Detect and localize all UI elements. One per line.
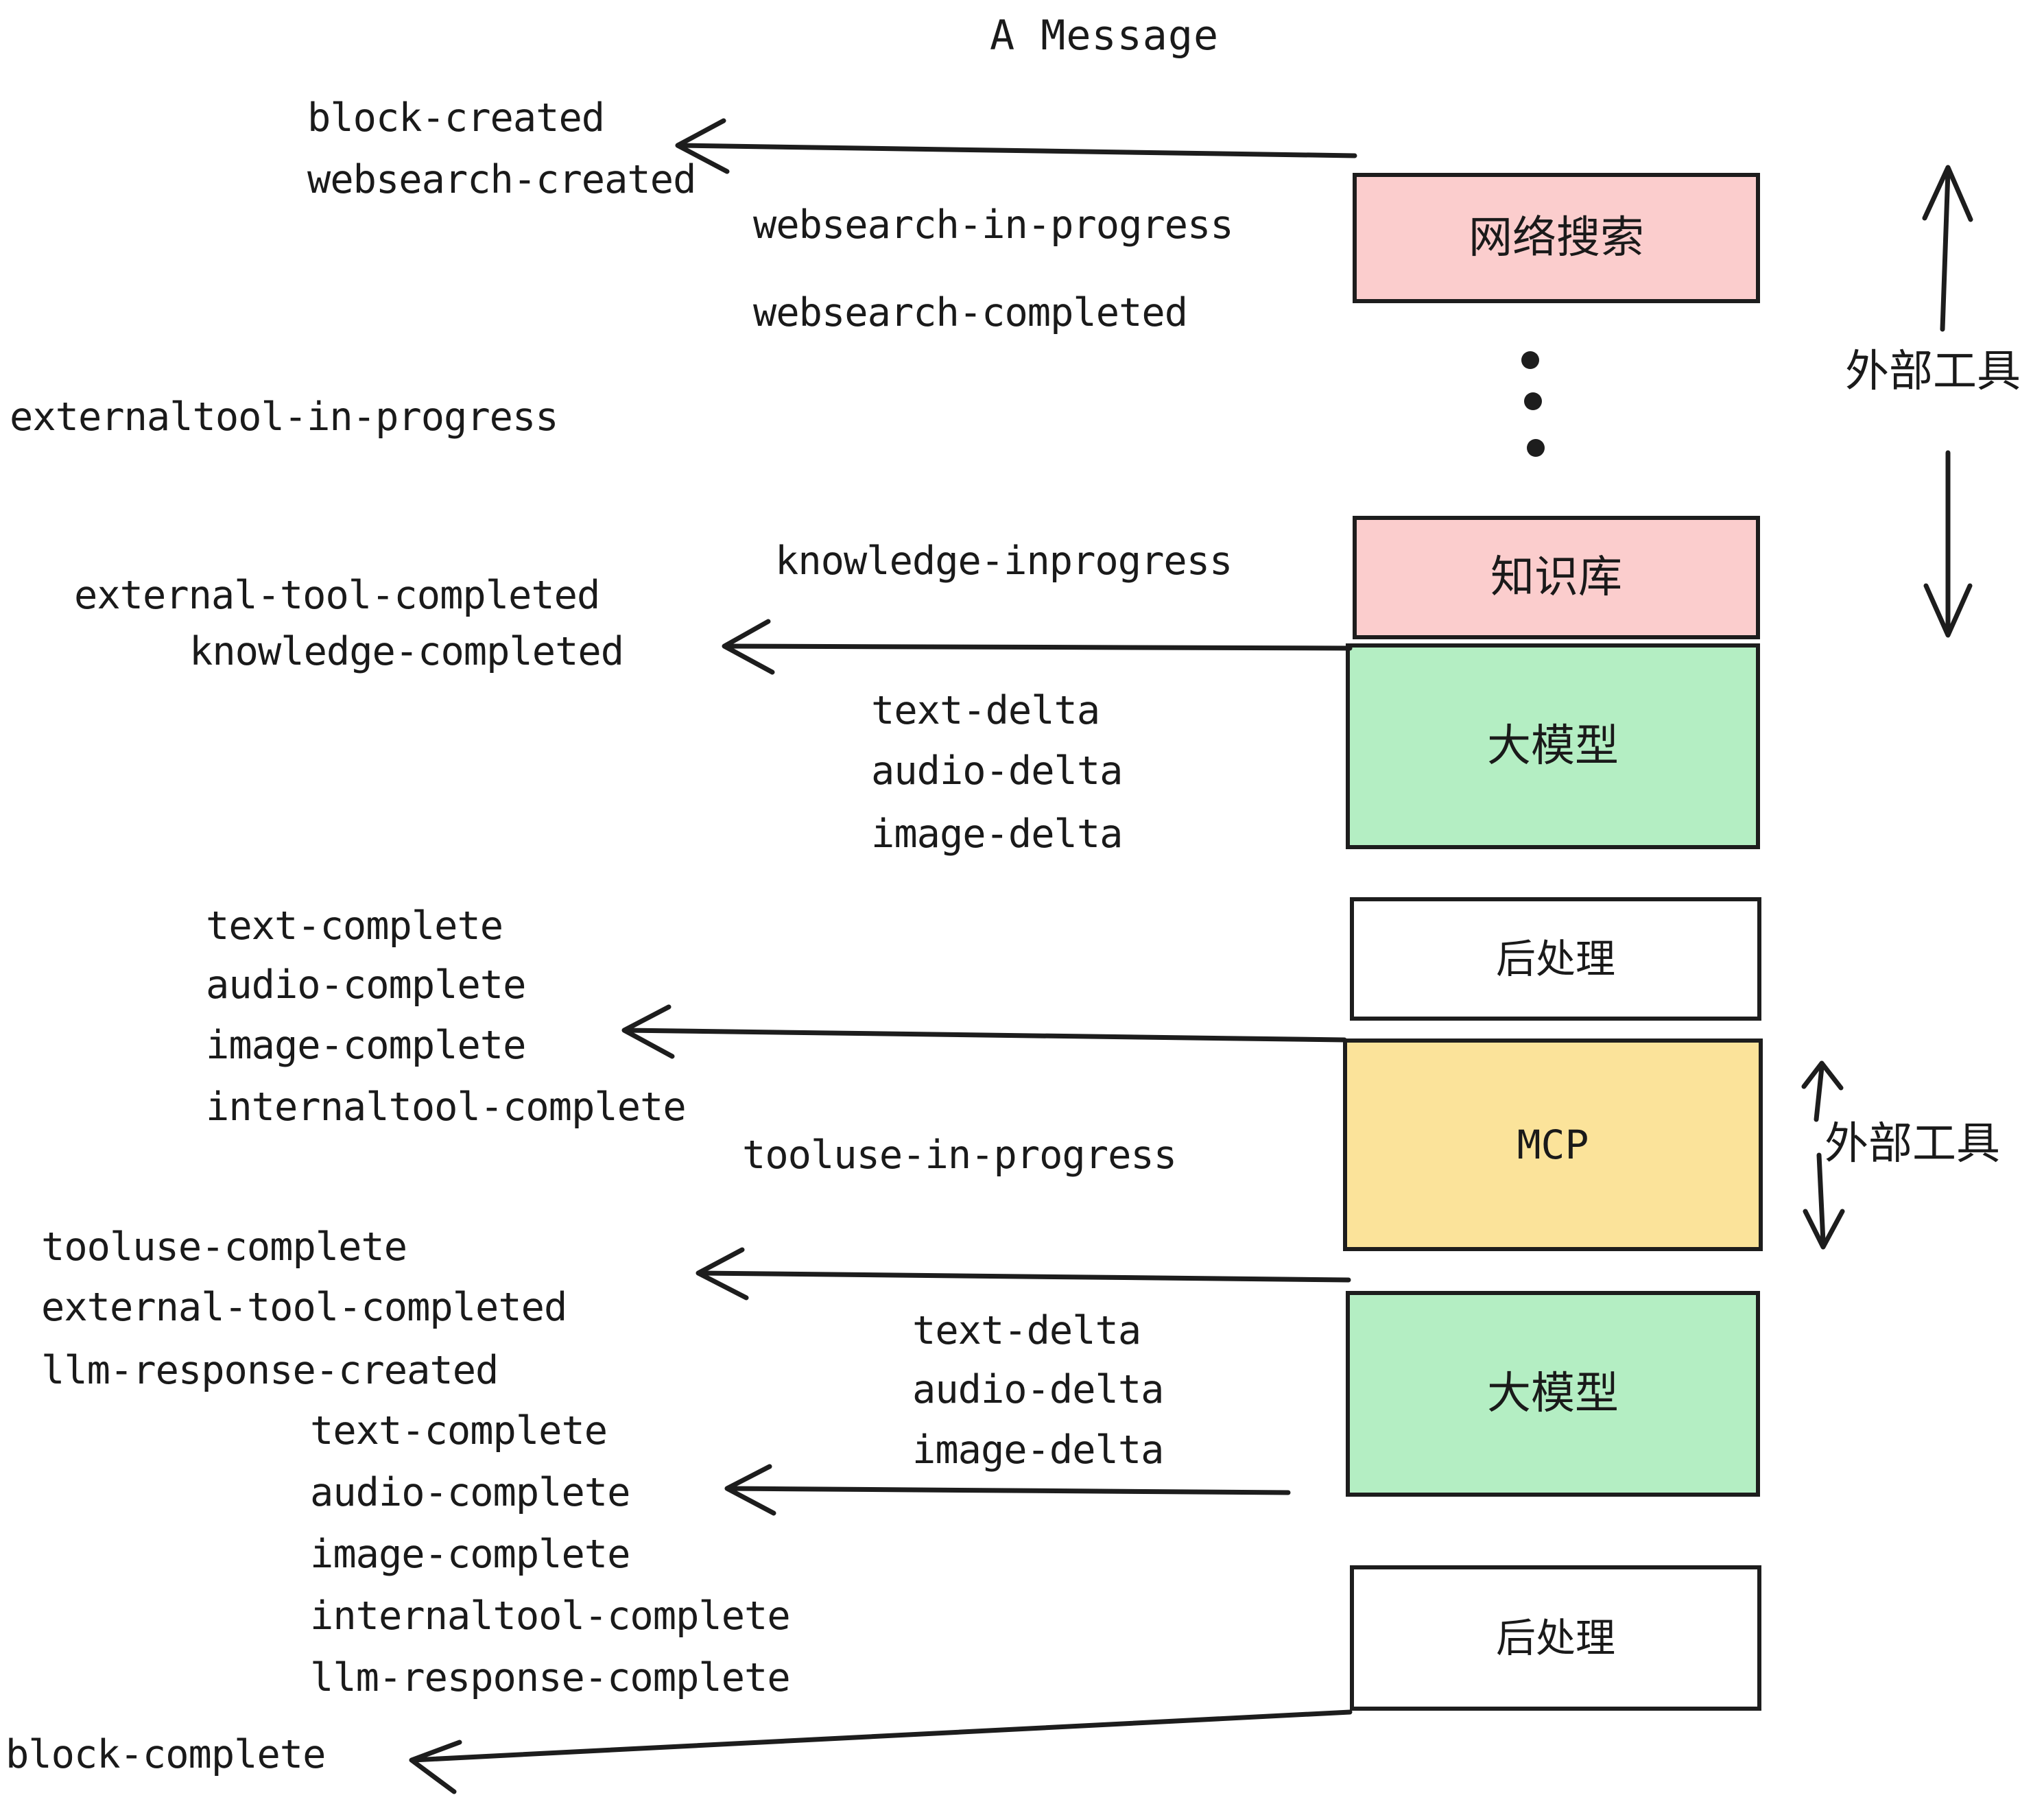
box-websearch[interactable]: 网络搜索 (1353, 173, 1760, 303)
side-label-external-tools-top: 外部工具 (1845, 346, 2021, 397)
event-external-tool-completed-1: external-tool-completed (74, 573, 600, 618)
box-mcp[interactable]: MCP (1343, 1039, 1763, 1251)
box-mcp-label: MCP (1517, 1121, 1589, 1168)
event-audio-delta-1: audio-delta (871, 748, 1123, 794)
event-llm-response-complete: llm-response-complete (310, 1655, 791, 1700)
ellipsis-dot-2 (1524, 392, 1542, 410)
event-internaltool-complete-1: internaltool-complete (206, 1084, 687, 1130)
box-llm-2-label: 大模型 (1487, 1368, 1619, 1419)
box-postprocess-2[interactable]: 后处理 (1350, 1565, 1761, 1711)
box-postprocess-2-label: 后处理 (1495, 1615, 1615, 1661)
event-image-delta-2: image-delta (912, 1427, 1164, 1473)
event-audio-delta-2: audio-delta (912, 1367, 1164, 1412)
event-block-created: block-created (307, 95, 605, 141)
box-llm-2[interactable]: 大模型 (1346, 1291, 1760, 1497)
event-knowledge-inprogress: knowledge-inprogress (775, 538, 1233, 584)
box-knowledge[interactable]: 知识库 (1353, 516, 1760, 639)
event-image-complete-1: image-complete (206, 1023, 526, 1068)
arrow-websearch-to-block-created (675, 118, 1357, 174)
event-text-delta-1: text-delta (871, 688, 1100, 733)
event-block-complete: block-complete (5, 1732, 326, 1777)
box-postprocess-1[interactable]: 后处理 (1350, 897, 1761, 1021)
event-llm-response-created: llm-response-created (41, 1348, 499, 1393)
event-audio-complete-2: audio-complete (310, 1470, 630, 1515)
event-text-complete-2: text-complete (310, 1408, 608, 1453)
event-externaltool-in-progress: externaltool-in-progress (10, 394, 559, 440)
event-websearch-in-progress: websearch-in-progress (753, 202, 1234, 248)
arrow-postprocess2-to-block-complete (409, 1709, 1353, 1794)
diagram-title: A Message (990, 12, 1220, 60)
event-tooluse-in-progress: tooluse-in-progress (742, 1132, 1177, 1178)
arrow-llm2-to-tooluse-complete (696, 1247, 1351, 1301)
event-image-complete-2: image-complete (310, 1532, 630, 1577)
brace-external-tools-top (1922, 165, 1973, 638)
box-llm-1-label: 大模型 (1487, 721, 1619, 772)
event-text-delta-2: text-delta (912, 1308, 1141, 1353)
event-external-tool-completed-2: external-tool-completed (41, 1285, 567, 1330)
ellipsis-dot-3 (1527, 439, 1545, 457)
box-llm-1[interactable]: 大模型 (1346, 643, 1760, 849)
arrow-mcp-to-image-complete (621, 1004, 1347, 1059)
event-websearch-completed: websearch-completed (753, 290, 1188, 335)
event-websearch-created: websearch-created (307, 157, 696, 202)
event-knowledge-completed: knowledge-completed (189, 629, 624, 674)
ellipsis-dot-1 (1521, 351, 1539, 369)
event-internaltool-complete-2: internaltool-complete (310, 1593, 791, 1639)
box-postprocess-1-label: 后处理 (1495, 936, 1615, 982)
box-knowledge-label: 知识库 (1490, 552, 1622, 603)
arrow-llm2-to-audio-complete (724, 1464, 1291, 1516)
side-label-external-tools-bottom: 外部工具 (1825, 1119, 2000, 1170)
box-websearch-label: 网络搜索 (1469, 213, 1644, 263)
event-text-complete-1: text-complete (206, 903, 503, 949)
event-audio-complete-1: audio-complete (206, 962, 526, 1008)
event-image-delta-1: image-delta (871, 811, 1123, 857)
arrow-llm1-to-knowledge-completed (722, 619, 1353, 675)
event-tooluse-complete: tooluse-complete (41, 1224, 407, 1270)
